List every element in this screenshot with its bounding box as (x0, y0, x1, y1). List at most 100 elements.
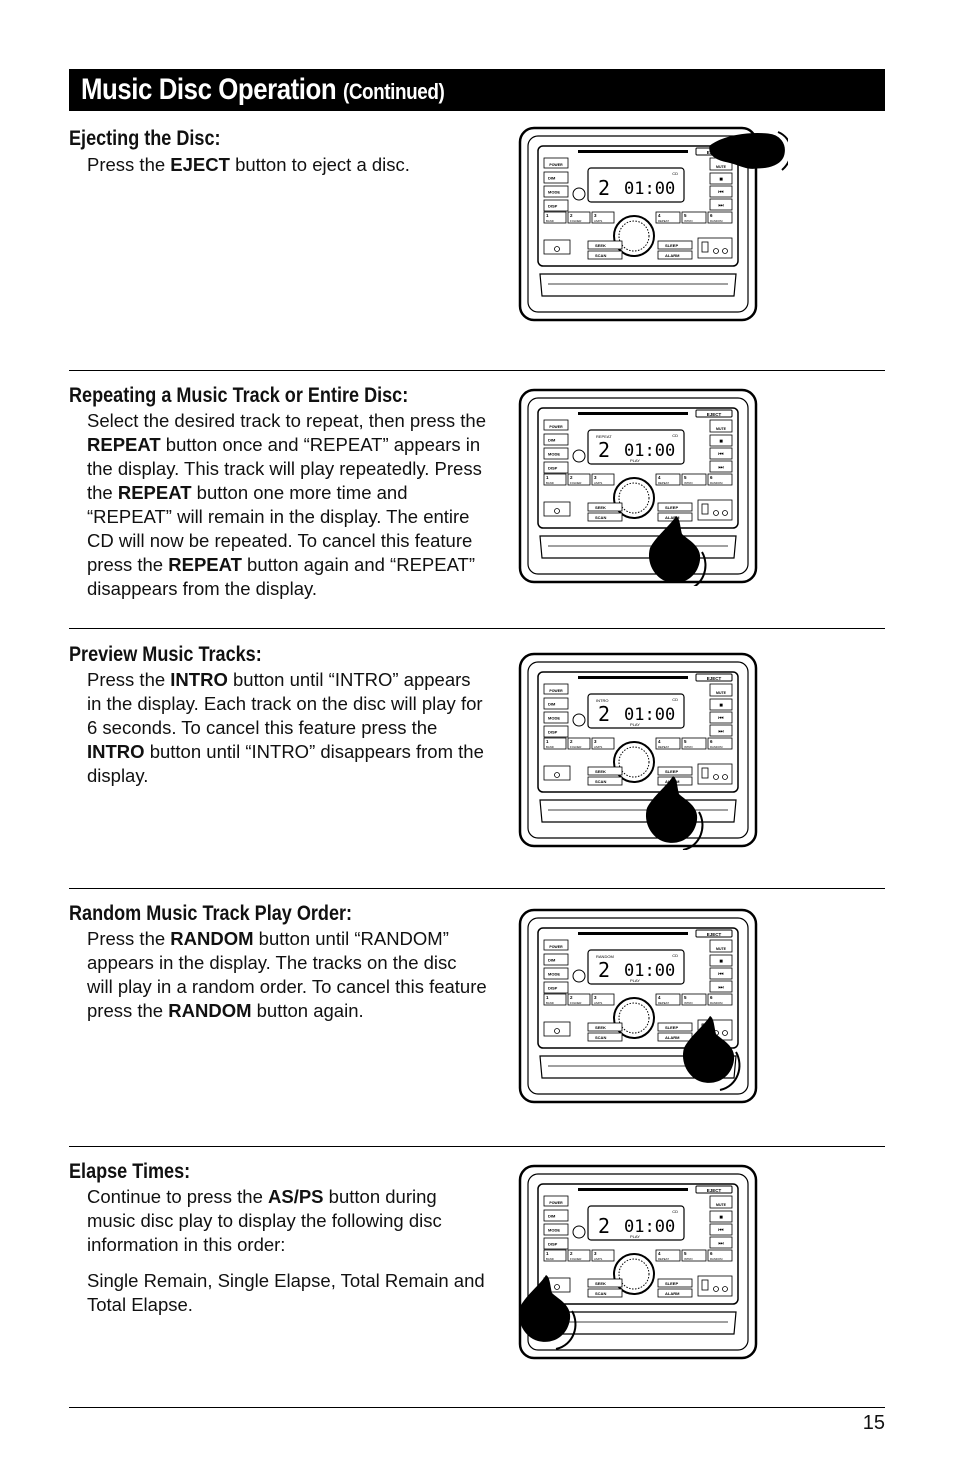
scan-button (587, 776, 623, 786)
left-column-label: DIM (548, 702, 556, 707)
preset-number: 4 (658, 475, 661, 480)
mute-label: MUTE (716, 427, 727, 431)
preset-button (681, 211, 707, 224)
power-label: POWER (549, 945, 563, 949)
left-column-label: DIM (548, 176, 556, 181)
preset-number: 2 (570, 475, 573, 480)
preset-number: 5 (684, 995, 687, 1000)
disc-slot (578, 412, 688, 415)
left-column-label: MODE (548, 190, 560, 195)
left-column-button (543, 199, 569, 212)
transport-button (709, 198, 733, 211)
sleep-label: SLEEP (665, 1281, 678, 1286)
section-paragraph: Single Remain, Single Elapse, Total Rema… (87, 1270, 485, 1315)
section-divider (69, 370, 885, 371)
preset-sub-label: BAND (546, 745, 554, 749)
aux-jack (722, 248, 728, 254)
preset-button (567, 993, 591, 1006)
scan-label: SCAN (595, 515, 606, 520)
stop-icon: ■ (719, 439, 723, 445)
emphasized-button-name: INTRO (170, 669, 228, 690)
power-button (543, 683, 569, 695)
preset-button (707, 993, 733, 1006)
lcd-track-number: 2 (598, 958, 610, 982)
section-divider (69, 1146, 885, 1147)
preset-sub-label: REPEAT (658, 745, 669, 749)
eject-label: EJECT (707, 412, 722, 417)
preset-number: 6 (710, 1251, 713, 1256)
section-heading: Preview Music Tracks: (69, 643, 262, 666)
stop-icon: ■ (719, 177, 723, 183)
seek-button (587, 1278, 623, 1288)
volume-knob-small (572, 713, 586, 727)
preset-number: 2 (570, 995, 573, 1000)
preset-number: 6 (710, 995, 713, 1000)
preset-button (655, 993, 681, 1006)
lcd-cd-label: CD (672, 953, 678, 958)
left-column-button (543, 967, 569, 980)
preset-number: 2 (570, 1251, 573, 1256)
main-dial (613, 215, 655, 257)
section-divider (69, 888, 885, 889)
left-column-button (543, 447, 569, 460)
eject-label: EJECT (707, 1188, 722, 1193)
seek-label: SEEK (595, 769, 606, 774)
mute-button (709, 1195, 733, 1209)
volume-knob-small (572, 187, 586, 201)
section-heading: Repeating a Music Track or Entire Disc: (69, 384, 409, 407)
preset-button (543, 211, 567, 224)
emphasized-button-name: RANDOM (168, 1000, 252, 1021)
left-column-button (543, 461, 569, 474)
lcd-track-number: 2 (598, 438, 610, 462)
sleep-label: SLEEP (665, 505, 678, 510)
emphasized-button-name: REPEAT (168, 554, 242, 575)
left-column-button (543, 1237, 569, 1250)
scan-label: SCAN (595, 253, 606, 258)
transport-button (709, 711, 733, 724)
prev-track-icon: ⏮ (718, 1228, 724, 1234)
preset-button (655, 1249, 681, 1262)
left-column-label: MODE (548, 972, 560, 977)
sleep-label: SLEEP (665, 243, 678, 248)
left-column-button (543, 981, 569, 994)
left-column-button (543, 711, 569, 724)
preset-sub-label: INTRO (684, 481, 694, 485)
mute-label: MUTE (716, 947, 727, 951)
preset-button (681, 1249, 707, 1262)
section-body: Press the RANDOM button until “RANDOM” a… (87, 927, 487, 1035)
lcd-display (587, 949, 685, 985)
section-body: Press the EJECT button to eject a disc. (87, 153, 487, 189)
preset-button (707, 737, 733, 750)
power-label: POWER (549, 425, 563, 429)
page-title-text: Music Disc Operation (81, 73, 337, 106)
alarm-button (657, 1288, 693, 1298)
preset-sub-label: INTRO (684, 745, 694, 749)
ir-sensor-dot (554, 508, 560, 514)
section-body: Press the INTRO button until “INTRO” app… (87, 668, 487, 800)
volume-knob-small (572, 449, 586, 463)
lcd-time: 01:00 (624, 705, 675, 725)
transport-button (709, 954, 733, 967)
eject-label: EJECT (707, 676, 722, 681)
preset-sub-label: REPEAT (658, 219, 669, 223)
section-paragraph: Continue to press the AS/PS button durin… (87, 1186, 442, 1255)
next-track-icon: ⏭ (718, 729, 724, 735)
transport-button (709, 1236, 733, 1249)
mute-label: MUTE (716, 165, 727, 169)
preset-number: 2 (570, 739, 573, 744)
power-button (543, 157, 569, 169)
preset-button (543, 1249, 567, 1262)
lower-shelf (539, 273, 737, 297)
disc-slot (578, 676, 688, 679)
lcd-play-indicator: PLAY (630, 978, 640, 983)
preset-number: 3 (594, 995, 597, 1000)
power-label: POWER (549, 1201, 563, 1205)
hand-outline-icon (693, 551, 707, 586)
left-column-label: DIM (548, 1214, 556, 1219)
emphasized-button-name: REPEAT (117, 482, 192, 503)
main-dial (613, 477, 655, 519)
disc-slot (578, 1188, 688, 1191)
left-column-button (543, 185, 569, 198)
